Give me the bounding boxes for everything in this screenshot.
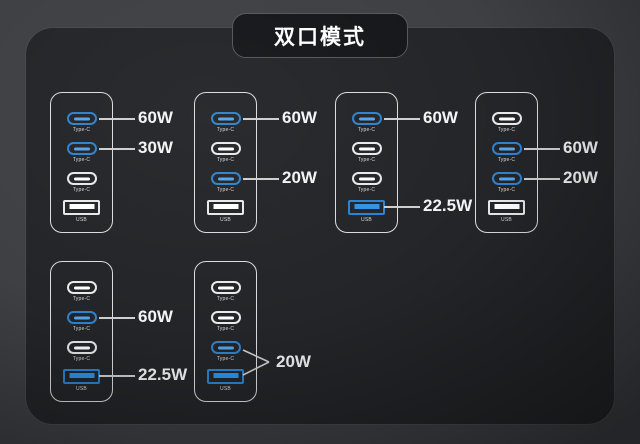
type-c-port-icon: Type-C (194, 172, 257, 193)
leader-line (524, 178, 560, 180)
port-label: Type-C (357, 187, 376, 193)
usb-a-port-icon: USB (475, 200, 538, 223)
charger-combo-1: Type-C Type-C Type-C USB 60W 30W (50, 92, 173, 233)
type-c-port-icon: Type-C (50, 311, 113, 332)
port-label: Type-C (357, 157, 376, 163)
type-c-port-icon: Type-C (194, 112, 257, 133)
leader-line (99, 118, 135, 120)
usb-a-port-icon: USB (50, 369, 113, 392)
port-label: Type-C (216, 157, 235, 163)
port-label: USB (220, 217, 231, 223)
port-label: Type-C (357, 127, 376, 133)
port-label: USB (220, 386, 231, 392)
power-label: 30W (138, 138, 173, 157)
type-c-port-icon: Type-C (475, 112, 538, 133)
leader-line (243, 118, 279, 120)
port-label: Type-C (72, 187, 91, 193)
leader-line (384, 118, 420, 120)
type-c-port-icon: Type-C (194, 311, 257, 332)
leader-line (524, 148, 560, 150)
usb-a-port-icon: USB (194, 369, 257, 392)
charger-combo-5: Type-C Type-C Type-C USB 60W 22.5W (50, 261, 187, 402)
type-c-port-icon: Type-C (335, 172, 398, 193)
charger-body (194, 92, 257, 233)
port-label: Type-C (72, 356, 91, 362)
type-c-port-icon: Type-C (194, 142, 257, 163)
port-label: Type-C (497, 127, 516, 133)
port-label: Type-C (497, 157, 516, 163)
mode-title-tab: 双口模式 (232, 13, 408, 58)
power-label: 22.5W (138, 365, 188, 384)
usb-a-port-icon: USB (194, 200, 257, 223)
port-label: USB (361, 217, 372, 223)
port-label: Type-C (72, 157, 91, 163)
leader-line (99, 375, 135, 377)
charger-body (194, 261, 257, 402)
port-label: Type-C (216, 356, 235, 362)
port-label: Type-C (72, 296, 91, 302)
type-c-port-icon: Type-C (50, 281, 113, 302)
power-label: 20W (563, 168, 598, 187)
power-label: 60W (138, 307, 173, 326)
type-c-port-icon: Type-C (50, 172, 113, 193)
port-label: Type-C (72, 326, 91, 332)
leader-line (99, 148, 135, 150)
port-label: Type-C (216, 187, 235, 193)
charger-body (475, 92, 538, 233)
charger-combo-6: Type-C Type-C Type-C USB 20W (194, 261, 311, 402)
power-label: 60W (423, 108, 458, 127)
port-label: Type-C (216, 127, 235, 133)
power-label: 20W (276, 352, 311, 371)
port-label: Type-C (216, 326, 235, 332)
power-label: 60W (563, 138, 598, 157)
converging-leader-lines (242, 349, 270, 376)
type-c-port-icon: Type-C (50, 341, 113, 362)
power-label: 22.5W (423, 196, 473, 215)
leader-line (99, 317, 135, 319)
type-c-port-icon: Type-C (335, 142, 398, 163)
type-c-port-icon: Type-C (194, 281, 257, 302)
main-panel (25, 27, 615, 425)
port-label: USB (501, 217, 512, 223)
charger-body (50, 261, 113, 402)
type-c-port-icon: Type-C (475, 142, 538, 163)
type-c-port-icon: Type-C (475, 172, 538, 193)
port-label: USB (76, 217, 87, 223)
usb-a-port-icon: USB (335, 200, 398, 223)
charger-combo-3: Type-C Type-C Type-C USB 60W 22.5W (335, 92, 472, 233)
charger-body (50, 92, 113, 233)
charger-combo-2: Type-C Type-C Type-C USB 60W 20W (194, 92, 317, 233)
power-label: 60W (282, 108, 317, 127)
page-title: 双口模式 (274, 25, 366, 49)
charger-combo-4: Type-C Type-C Type-C USB 60W 20W (475, 92, 598, 233)
power-label: 60W (138, 108, 173, 127)
port-label: Type-C (72, 127, 91, 133)
type-c-port-icon: Type-C (335, 112, 398, 133)
port-label: Type-C (497, 187, 516, 193)
power-label: 20W (282, 168, 317, 187)
port-label: USB (76, 386, 87, 392)
leader-line (243, 178, 279, 180)
type-c-port-icon: Type-C (50, 112, 113, 133)
type-c-port-icon: Type-C (194, 341, 257, 362)
port-label: Type-C (216, 296, 235, 302)
usb-a-port-icon: USB (50, 200, 113, 223)
charger-body (335, 92, 398, 233)
type-c-port-icon: Type-C (50, 142, 113, 163)
leader-line (384, 206, 420, 208)
